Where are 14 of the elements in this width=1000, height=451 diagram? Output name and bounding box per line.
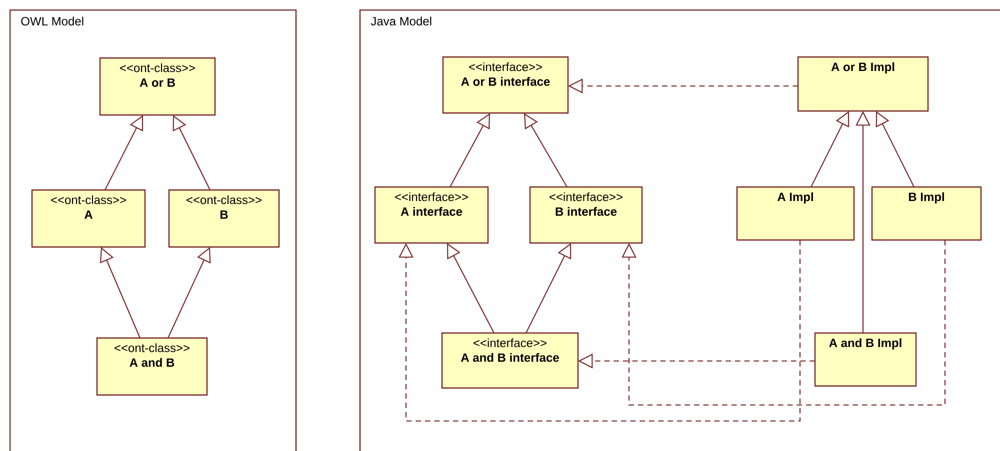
class-box: <<interface>> A or B interface xyxy=(442,56,569,114)
class-box: <<ont-class>> A and B xyxy=(96,337,208,396)
class-box: <<interface>> B interface xyxy=(529,186,643,244)
class-box: <<ont-class>> B xyxy=(168,189,280,248)
class-box: A and B Impl xyxy=(814,332,917,387)
class-box: <<interface>> A interface xyxy=(374,186,489,244)
class-box: <<ont-class>> A or B xyxy=(99,57,216,116)
class-box: A Impl xyxy=(736,186,855,241)
realization-arrow xyxy=(398,240,801,422)
class-box: <<ont-class>> A xyxy=(31,189,146,248)
class-box: A or B Impl xyxy=(797,56,929,112)
class-box: <<interface>> A and B interface xyxy=(441,332,579,389)
realization-arrow xyxy=(622,240,946,406)
class-box: B Impl xyxy=(871,186,982,241)
